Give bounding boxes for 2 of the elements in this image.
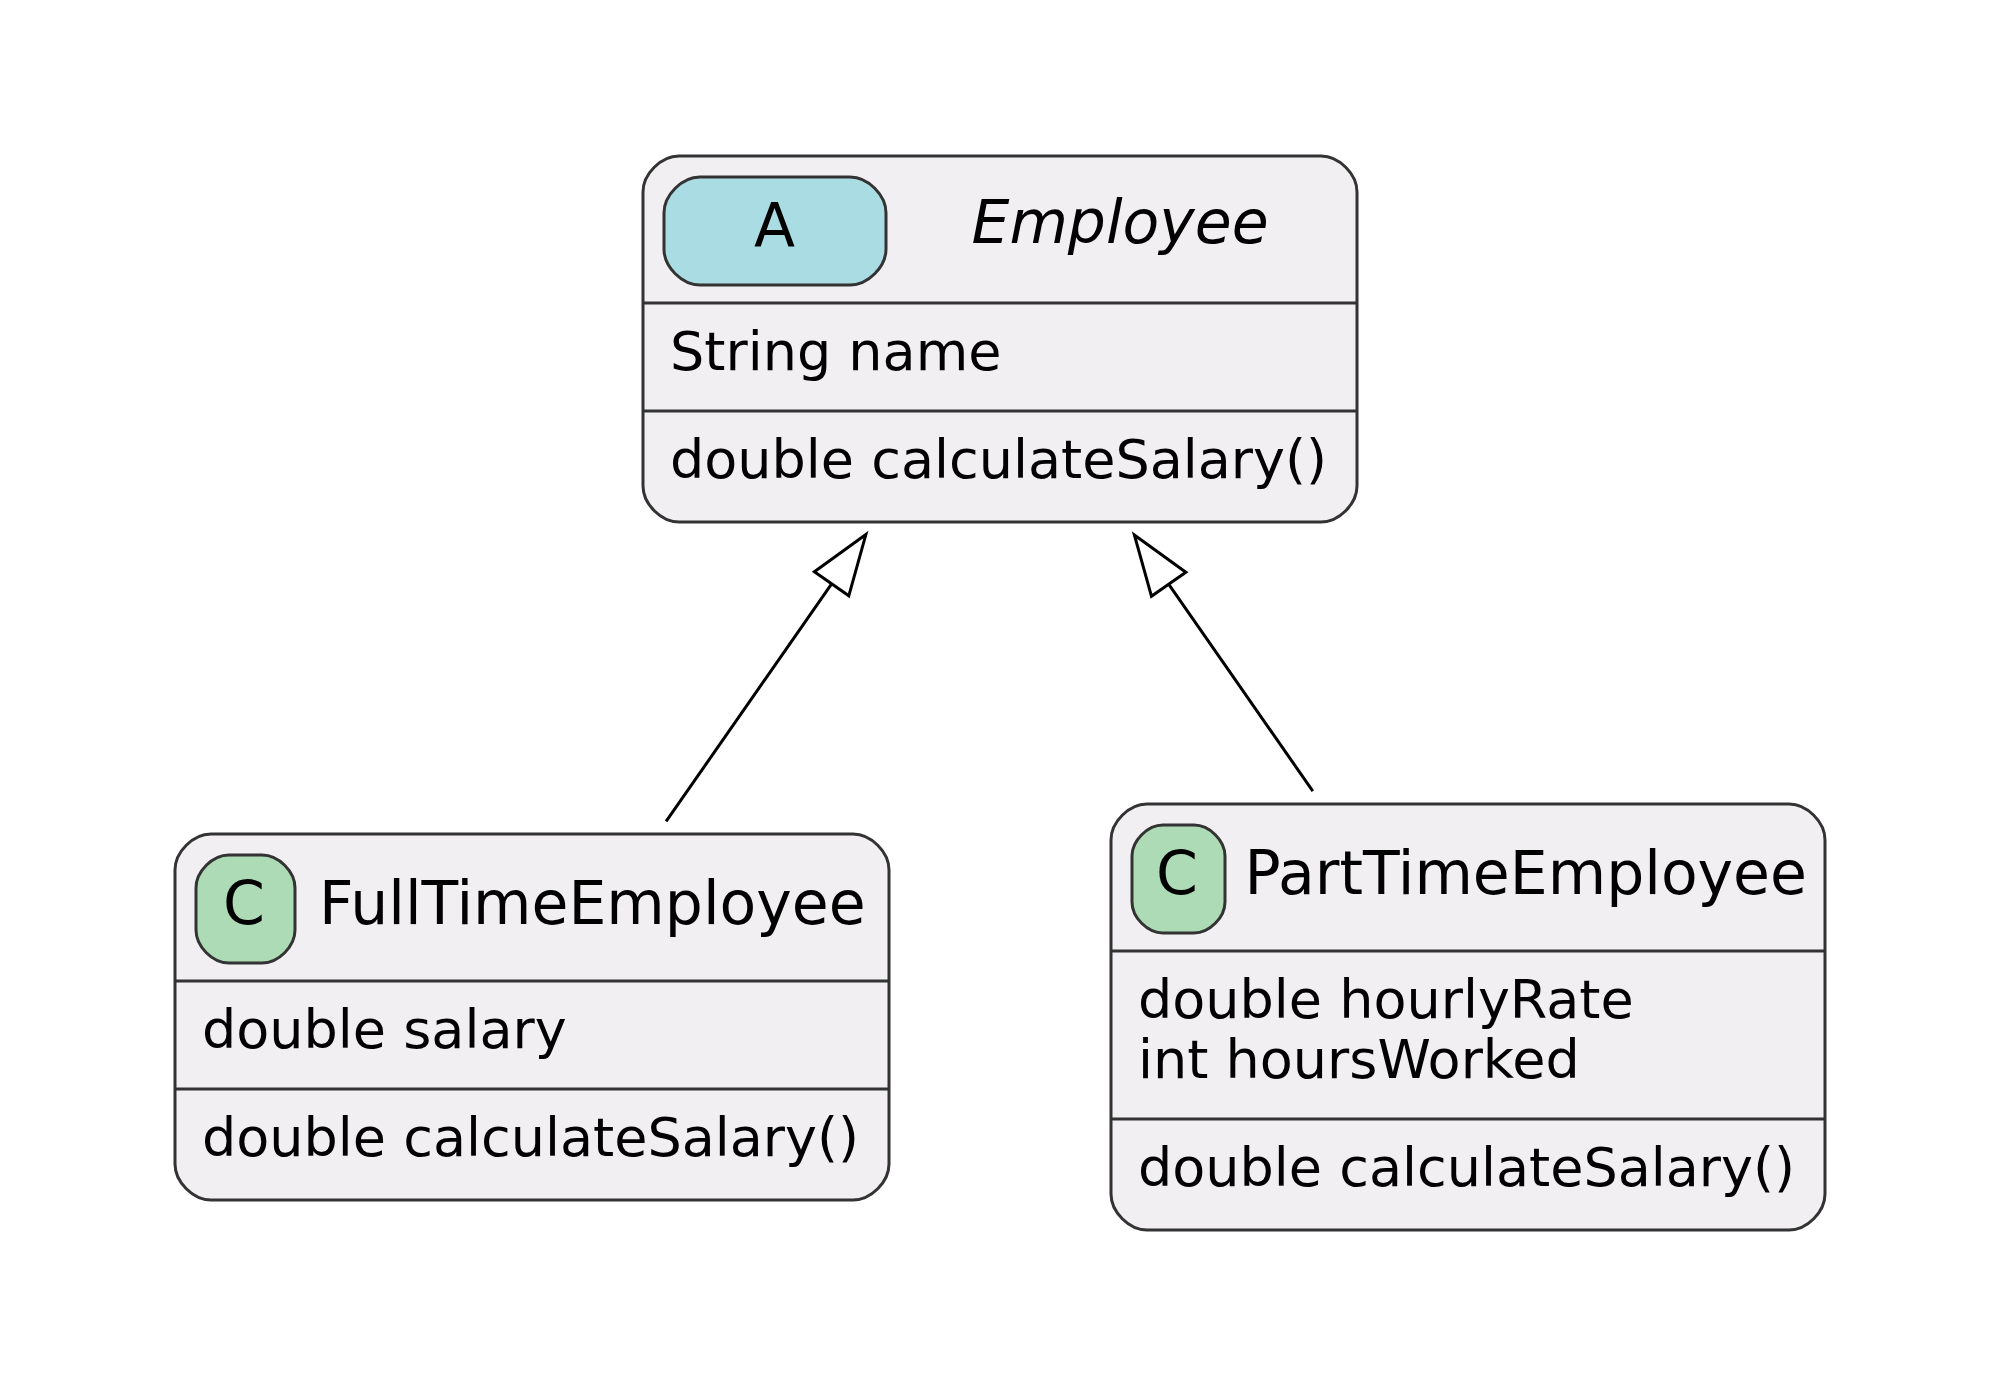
arrow	[664, 530, 869, 822]
arrow	[1131, 530, 1315, 792]
